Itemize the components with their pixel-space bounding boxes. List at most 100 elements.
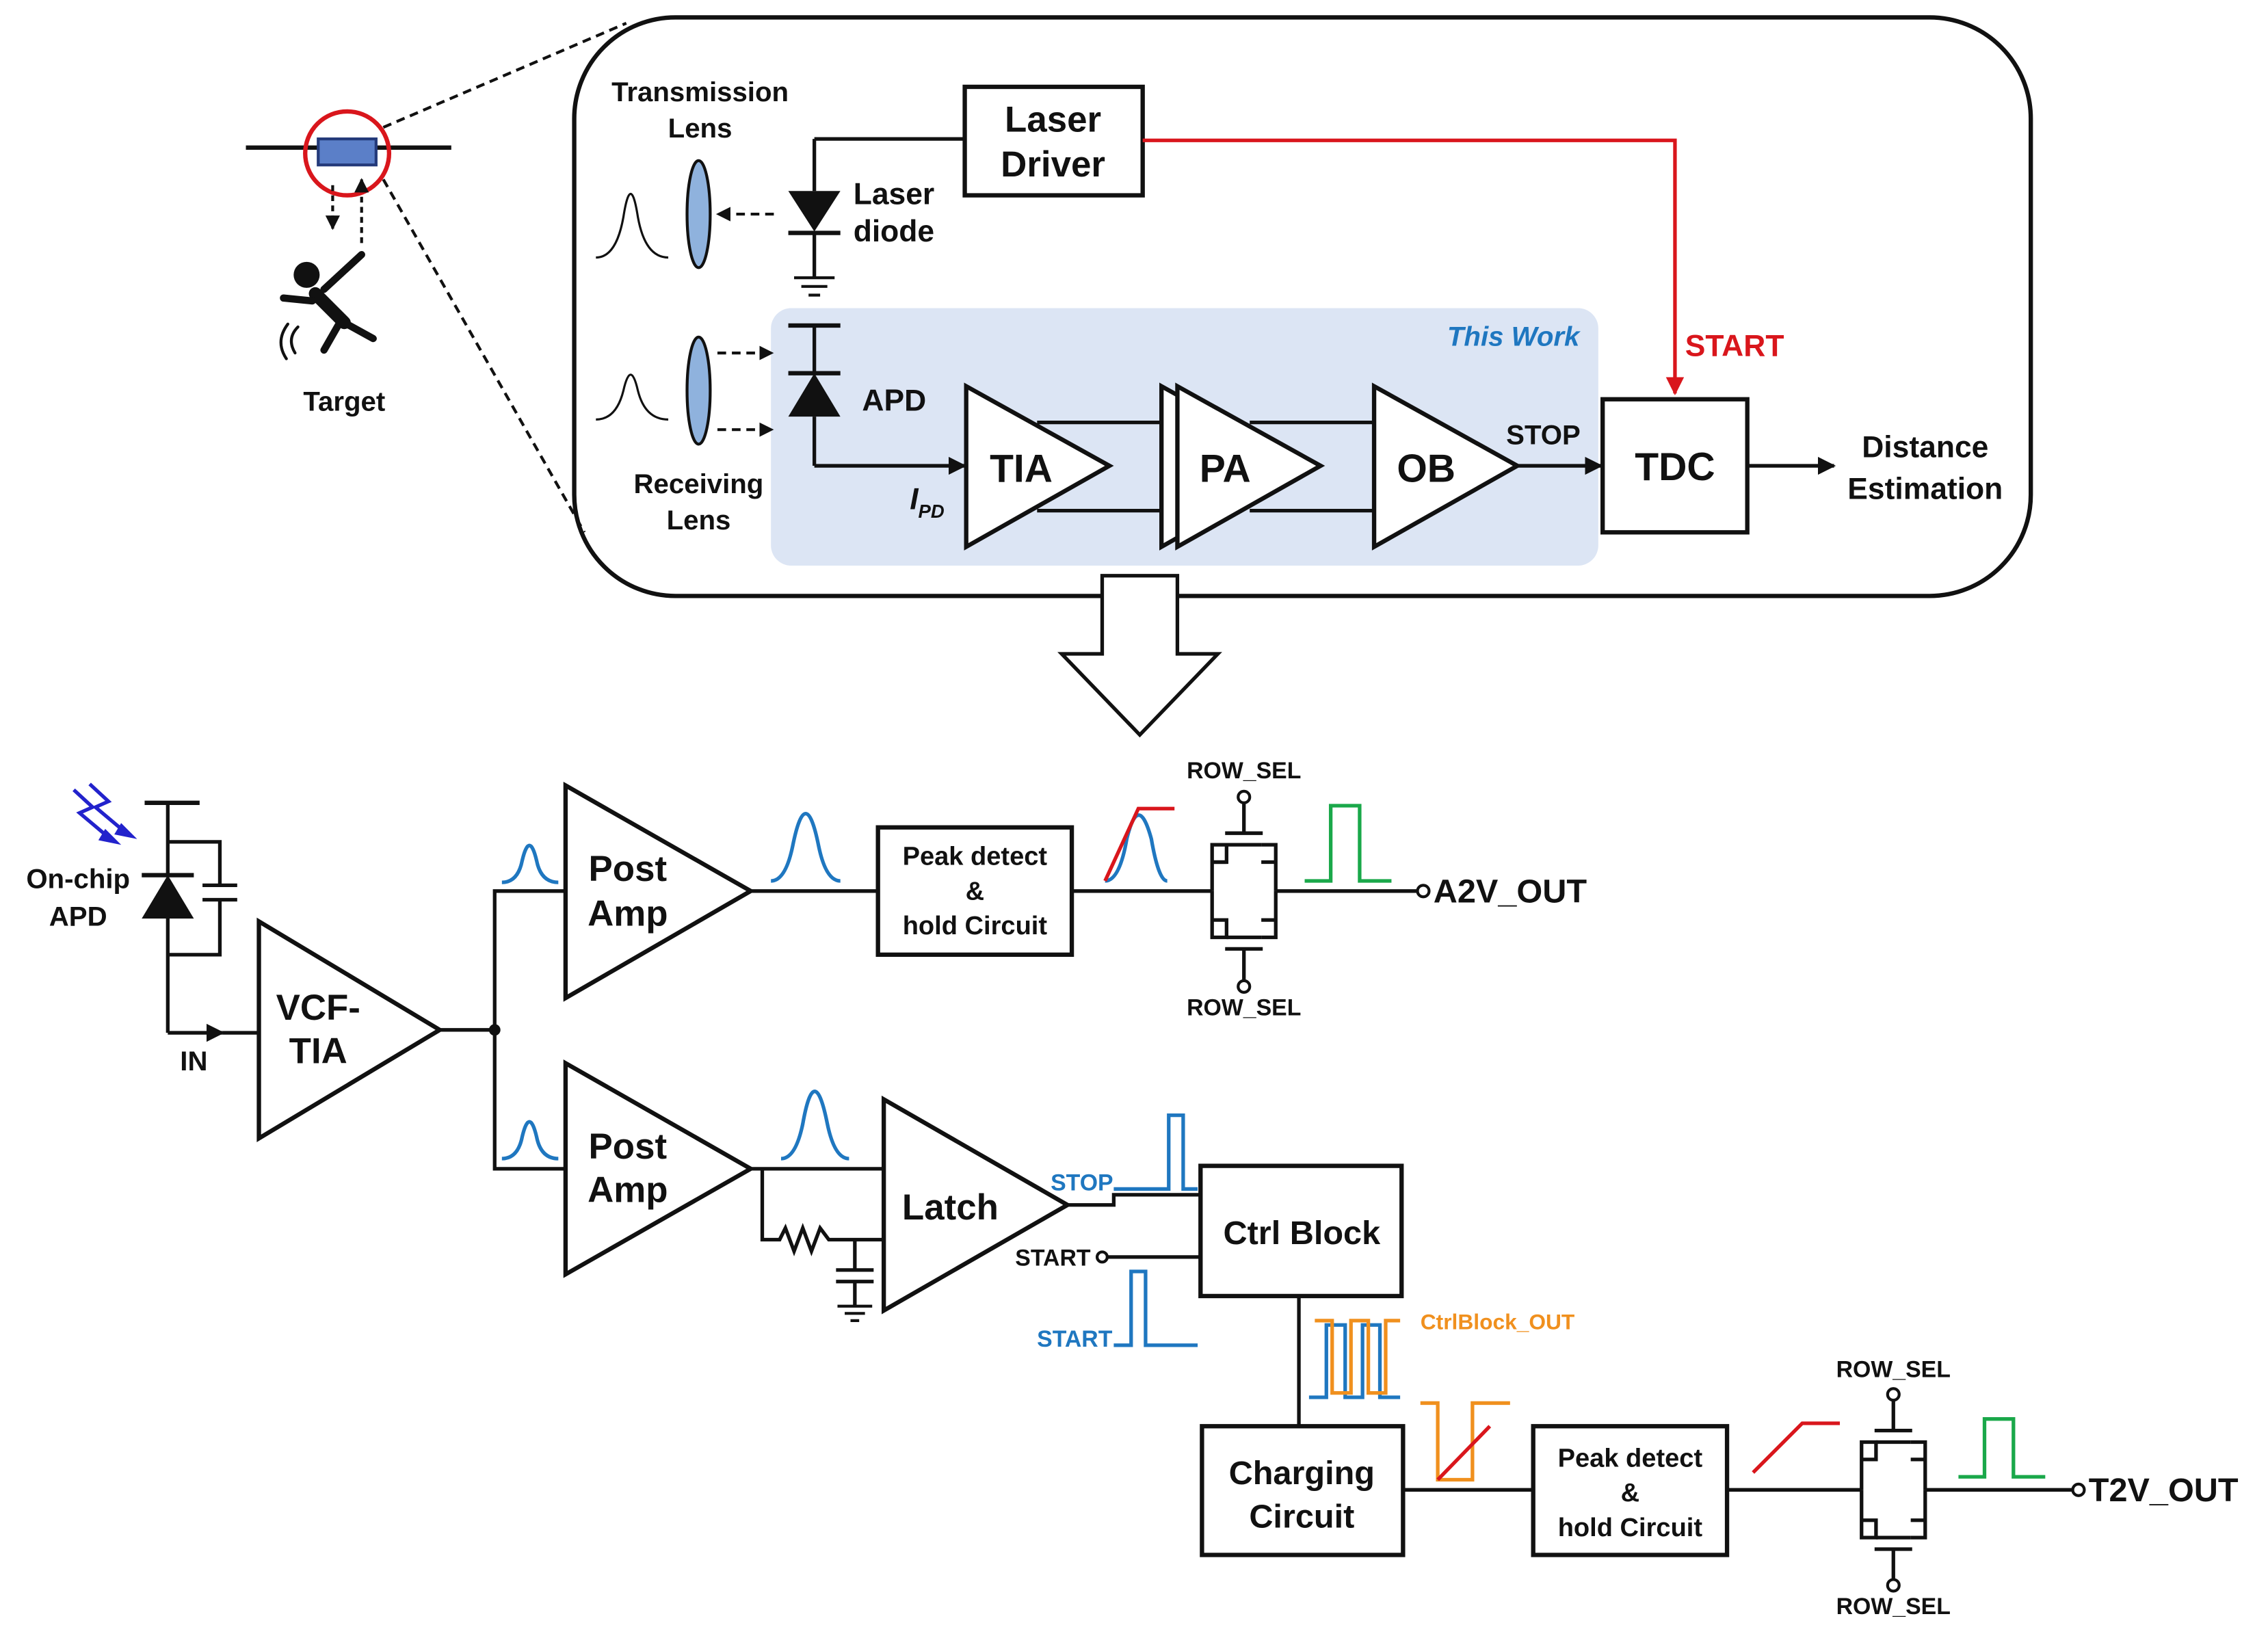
row-sel-a-bottom-label: ROW_SEL xyxy=(1187,995,1301,1021)
ipd-label: IPD xyxy=(910,482,945,522)
laser-driver-label-2: Driver xyxy=(1001,144,1105,185)
laser-diode-label-1: Laser xyxy=(854,177,934,211)
laser-diode-symbol xyxy=(788,191,841,232)
input-pulse-upper xyxy=(501,843,559,884)
receiving-lens-label-2: Lens xyxy=(667,505,731,536)
peak-detect-top-label-3: hold Circuit xyxy=(903,912,1048,940)
pa-label: PA xyxy=(1200,447,1251,490)
start-label: START xyxy=(1685,329,1784,362)
stop-label: STOP xyxy=(1506,419,1581,450)
ctrl-block-label: Ctrl Block xyxy=(1223,1215,1381,1252)
start-wave-label: START xyxy=(1037,1326,1113,1352)
this-work-label: This Work xyxy=(1447,321,1581,352)
apd-cap-branch xyxy=(168,840,237,957)
pa-triangle xyxy=(1175,382,1326,551)
tdc-block xyxy=(1600,397,1750,535)
transmission-gate-t2v xyxy=(1860,1400,1927,1580)
t2v-out-label: T2V_OUT xyxy=(2089,1472,2239,1509)
peak-hold-ramp xyxy=(1103,806,1175,882)
peak-detect-bottom-label-2: & xyxy=(1621,1479,1639,1507)
latch-triangle xyxy=(881,1095,1072,1315)
laser-diode-label-2: diode xyxy=(854,215,934,248)
peak-detect-bottom-label-3: hold Circuit xyxy=(1558,1514,1703,1542)
post-amp-lower-triangle xyxy=(563,1059,755,1278)
received-pulse xyxy=(596,373,669,421)
transmission-gate-a2v xyxy=(1210,802,1278,981)
apd-symbol xyxy=(788,373,841,417)
charging-orange-wave xyxy=(1420,1401,1510,1482)
peak-hold-pulse xyxy=(1105,813,1168,883)
row-sel-t-bottom-node xyxy=(1886,1578,1901,1593)
sensor-module xyxy=(317,137,378,167)
t2v-ramp xyxy=(1752,1421,1841,1474)
sensor-highlight-circle xyxy=(303,109,392,198)
vcf-tia-label-2: TIA xyxy=(289,1031,347,1071)
peak-detect-top-label-2: & xyxy=(966,877,984,906)
t2v-out-terminal xyxy=(2071,1482,2086,1497)
t2v-out-pulse xyxy=(1958,1417,2046,1479)
laser-driver-label-1: Laser xyxy=(1005,100,1101,140)
tia-triangle xyxy=(964,382,1114,551)
post-amp-lower-label-1: Post xyxy=(589,1126,668,1167)
charging-circuit-label-1: Charging xyxy=(1229,1455,1375,1492)
ctrlblock-out-wave-blue xyxy=(1308,1323,1401,1399)
vcf-tia-label-1: VCF- xyxy=(276,988,360,1028)
charging-circuit-label-2: Circuit xyxy=(1249,1498,1354,1535)
on-chip-apd-symbol xyxy=(142,875,194,919)
on-chip-apd-label-2: APD xyxy=(49,901,107,932)
transmitted-pulse xyxy=(596,192,669,259)
transmission-lens-label-1: Transmission xyxy=(611,77,789,107)
row-sel-t-top-label: ROW_SEL xyxy=(1836,1356,1951,1382)
ctrl-block xyxy=(1198,1163,1404,1299)
ground-icon xyxy=(794,276,835,297)
post-amp-upper-triangle xyxy=(563,781,755,1002)
peak-detect-top-block xyxy=(875,825,1074,958)
expand-down-arrow xyxy=(1057,574,1222,738)
tdc-label: TDC xyxy=(1635,445,1715,489)
apd-label: APD xyxy=(862,384,926,418)
in-label: IN xyxy=(180,1046,207,1077)
start-input-node xyxy=(1095,1250,1109,1264)
zoom-line-bottom xyxy=(382,179,586,533)
distance-label-2: Estimation xyxy=(1847,473,2003,506)
ctrlblock-out-wave-orange xyxy=(1315,1319,1401,1395)
start-signal-path xyxy=(1142,138,1685,395)
transmission-lens-label-2: Lens xyxy=(668,113,733,144)
row-sel-t-bottom-label: ROW_SEL xyxy=(1836,1594,1951,1620)
vcf-tia-triangle xyxy=(256,917,445,1143)
ground-icon-latch xyxy=(837,1304,873,1323)
peak-detect-top-label-1: Peak detect xyxy=(903,843,1048,871)
input-pulse-lower xyxy=(501,1120,559,1161)
receiving-lens xyxy=(685,335,712,446)
a2v-out-pulse xyxy=(1304,804,1392,883)
distance-label-1: Distance xyxy=(1862,430,1988,464)
ob-triangle xyxy=(1371,382,1522,551)
zoom-line-top xyxy=(382,21,627,129)
photon-icon xyxy=(72,782,137,845)
split-wire xyxy=(492,889,567,1171)
rc-network xyxy=(760,1168,884,1256)
a2v-out-label: A2V_OUT xyxy=(1434,873,1587,910)
row-sel-a-bottom-node xyxy=(1237,979,1252,994)
stop-wave-label: STOP xyxy=(1051,1170,1113,1196)
post-amp-upper-label-1: Post xyxy=(589,849,668,889)
receiving-lens-label-1: Receiving xyxy=(634,469,764,499)
tia-label: TIA xyxy=(990,447,1053,490)
row-sel-a-top-node xyxy=(1237,789,1252,804)
latch-to-ctrl-wire xyxy=(1067,1193,1201,1207)
ob-label: OB xyxy=(1397,447,1455,490)
latch-label: Latch xyxy=(902,1187,999,1228)
start-pulse xyxy=(1113,1269,1198,1347)
falling-person-icon xyxy=(279,250,377,360)
amplified-pulse-lower xyxy=(780,1090,849,1161)
row-sel-t-top-node xyxy=(1886,1387,1901,1402)
a2v-out-terminal xyxy=(1416,884,1431,899)
start-input-label: START xyxy=(1015,1245,1091,1271)
target-label: Target xyxy=(303,386,385,417)
transmission-lens xyxy=(685,159,712,269)
ctrlblock-out-label: CtrlBlock_OUT xyxy=(1421,1310,1575,1334)
post-amp-lower-label-2: Amp xyxy=(588,1170,668,1210)
post-amp-upper-label-2: Amp xyxy=(588,894,668,934)
charging-circuit-block xyxy=(1200,1424,1406,1557)
